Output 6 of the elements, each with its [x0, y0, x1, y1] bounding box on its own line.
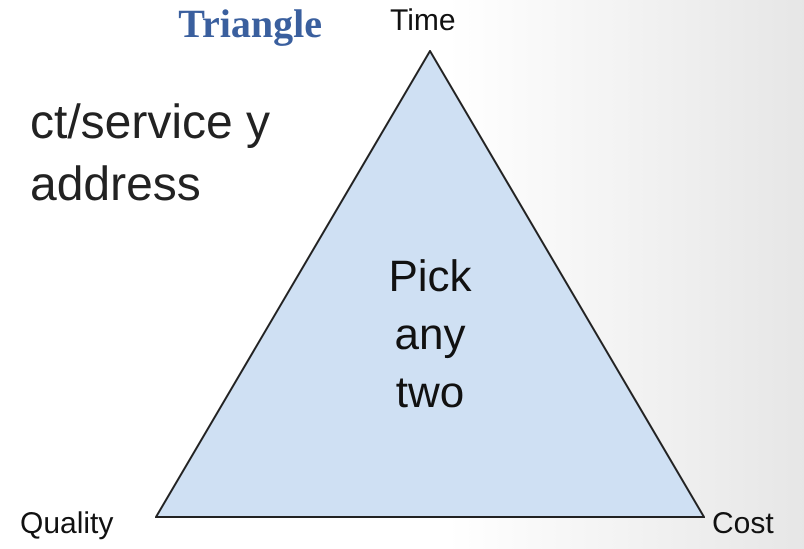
- vertex-label: Quality: [20, 507, 114, 541]
- vertex-label: Cost: [712, 507, 774, 541]
- triangle-text: Pick any two: [387, 251, 473, 419]
- slide-title: Triangle: [178, 0, 322, 47]
- vertex-label: Time: [390, 4, 456, 38]
- body-text: ct/service y address: [30, 95, 272, 213]
